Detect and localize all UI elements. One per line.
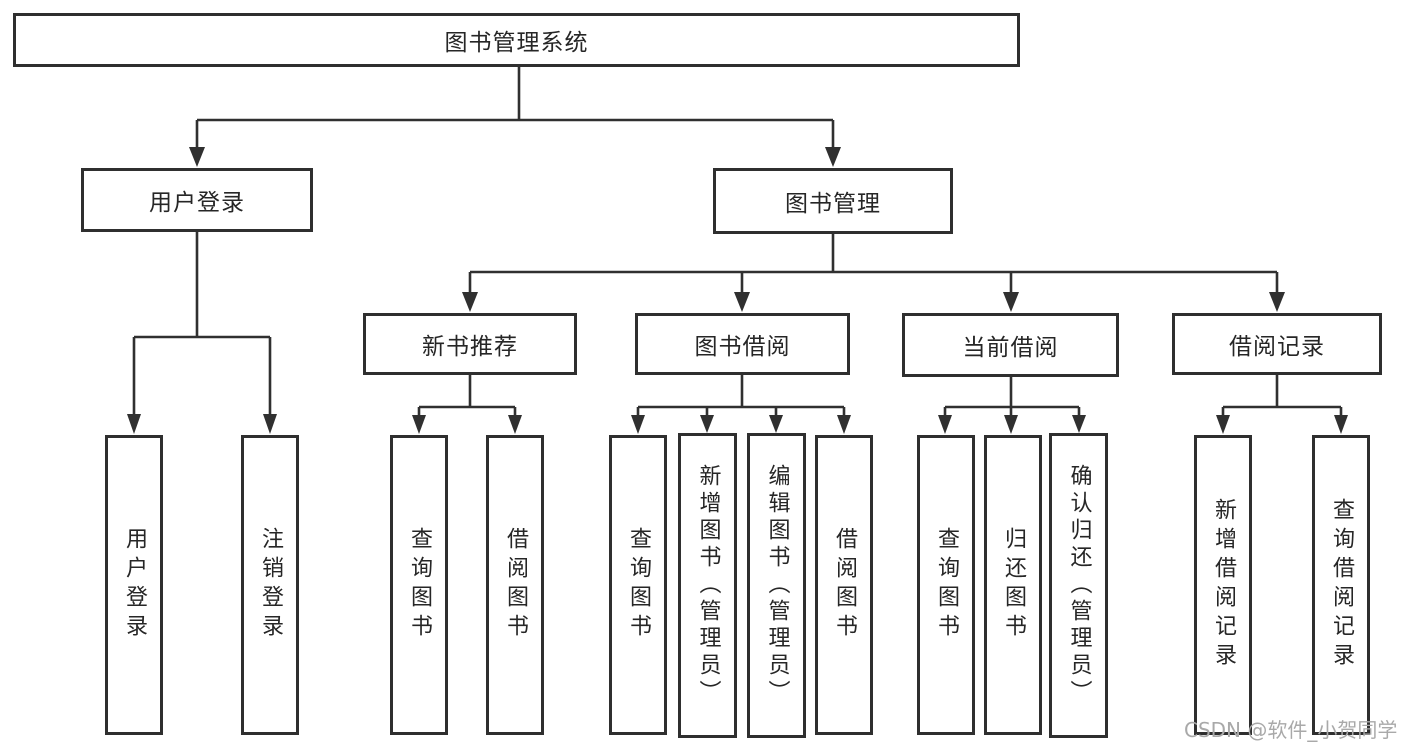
leaf-borrow-borrow-book-label: 借阅图书 [832, 527, 857, 643]
connector-book-mgmt-to-level3 [462, 234, 1285, 312]
leaf-user-login: 用户登录 [105, 435, 163, 735]
leaf-logout-label: 注销登录 [258, 527, 283, 643]
leaf-borrow-edit-book-admin-label: 编辑图书（管理员） [764, 464, 790, 707]
leaf-record-query-borrow-record-label: 查询借阅记录 [1329, 498, 1354, 672]
leaf-borrow-add-book-admin: 新增图书（管理员） [678, 433, 737, 738]
connector-root-to-level2 [189, 67, 841, 167]
leaf-borrow-borrow-book: 借阅图书 [815, 435, 873, 735]
node-root: 图书管理系统 [13, 13, 1020, 67]
leaf-current-return-book-label: 归还图书 [1001, 527, 1026, 643]
leaf-current-return-book: 归还图书 [984, 435, 1042, 735]
leaf-borrow-query-book-label: 查询图书 [626, 527, 651, 643]
leaf-record-add-borrow-record: 新增借阅记录 [1194, 435, 1252, 735]
watermark-text: CSDN @软件_小贺同学 [1184, 718, 1398, 742]
node-book-mgmt: 图书管理 [713, 168, 953, 234]
leaf-current-query-book: 查询图书 [917, 435, 975, 735]
leaf-current-query-book-label: 查询图书 [934, 527, 959, 643]
connector-user-login-to-leaves [127, 232, 277, 434]
node-new-book-rec: 新书推荐 [363, 313, 577, 375]
connector-current-borrow-to-leaves [938, 377, 1086, 434]
connector-new-book-to-leaves [412, 375, 522, 434]
node-borrow-record: 借阅记录 [1172, 313, 1382, 375]
node-current-borrow: 当前借阅 [902, 313, 1119, 377]
connector-book-borrow-to-leaves [631, 375, 851, 434]
node-book-borrow: 图书借阅 [635, 313, 850, 375]
leaf-newrec-borrow-book-label: 借阅图书 [503, 527, 528, 643]
leaf-user-login-label: 用户登录 [122, 527, 147, 643]
leaf-borrow-add-book-admin-label: 新增图书（管理员） [695, 464, 721, 707]
leaf-current-confirm-return-admin: 确认归还（管理员） [1049, 433, 1108, 738]
leaf-record-query-borrow-record: 查询借阅记录 [1312, 435, 1370, 735]
leaf-record-add-borrow-record-label: 新增借阅记录 [1211, 498, 1236, 672]
leaf-newrec-borrow-book: 借阅图书 [486, 435, 544, 735]
connector-borrow-record-to-leaves [1216, 375, 1348, 434]
leaf-newrec-query-book: 查询图书 [390, 435, 448, 735]
node-user-login: 用户登录 [81, 168, 313, 232]
leaf-current-confirm-return-admin-label: 确认归还（管理员） [1066, 464, 1092, 707]
leaf-newrec-query-book-label: 查询图书 [407, 527, 432, 643]
leaf-logout: 注销登录 [241, 435, 299, 735]
leaf-borrow-edit-book-admin: 编辑图书（管理员） [747, 433, 806, 738]
leaf-borrow-query-book: 查询图书 [609, 435, 667, 735]
